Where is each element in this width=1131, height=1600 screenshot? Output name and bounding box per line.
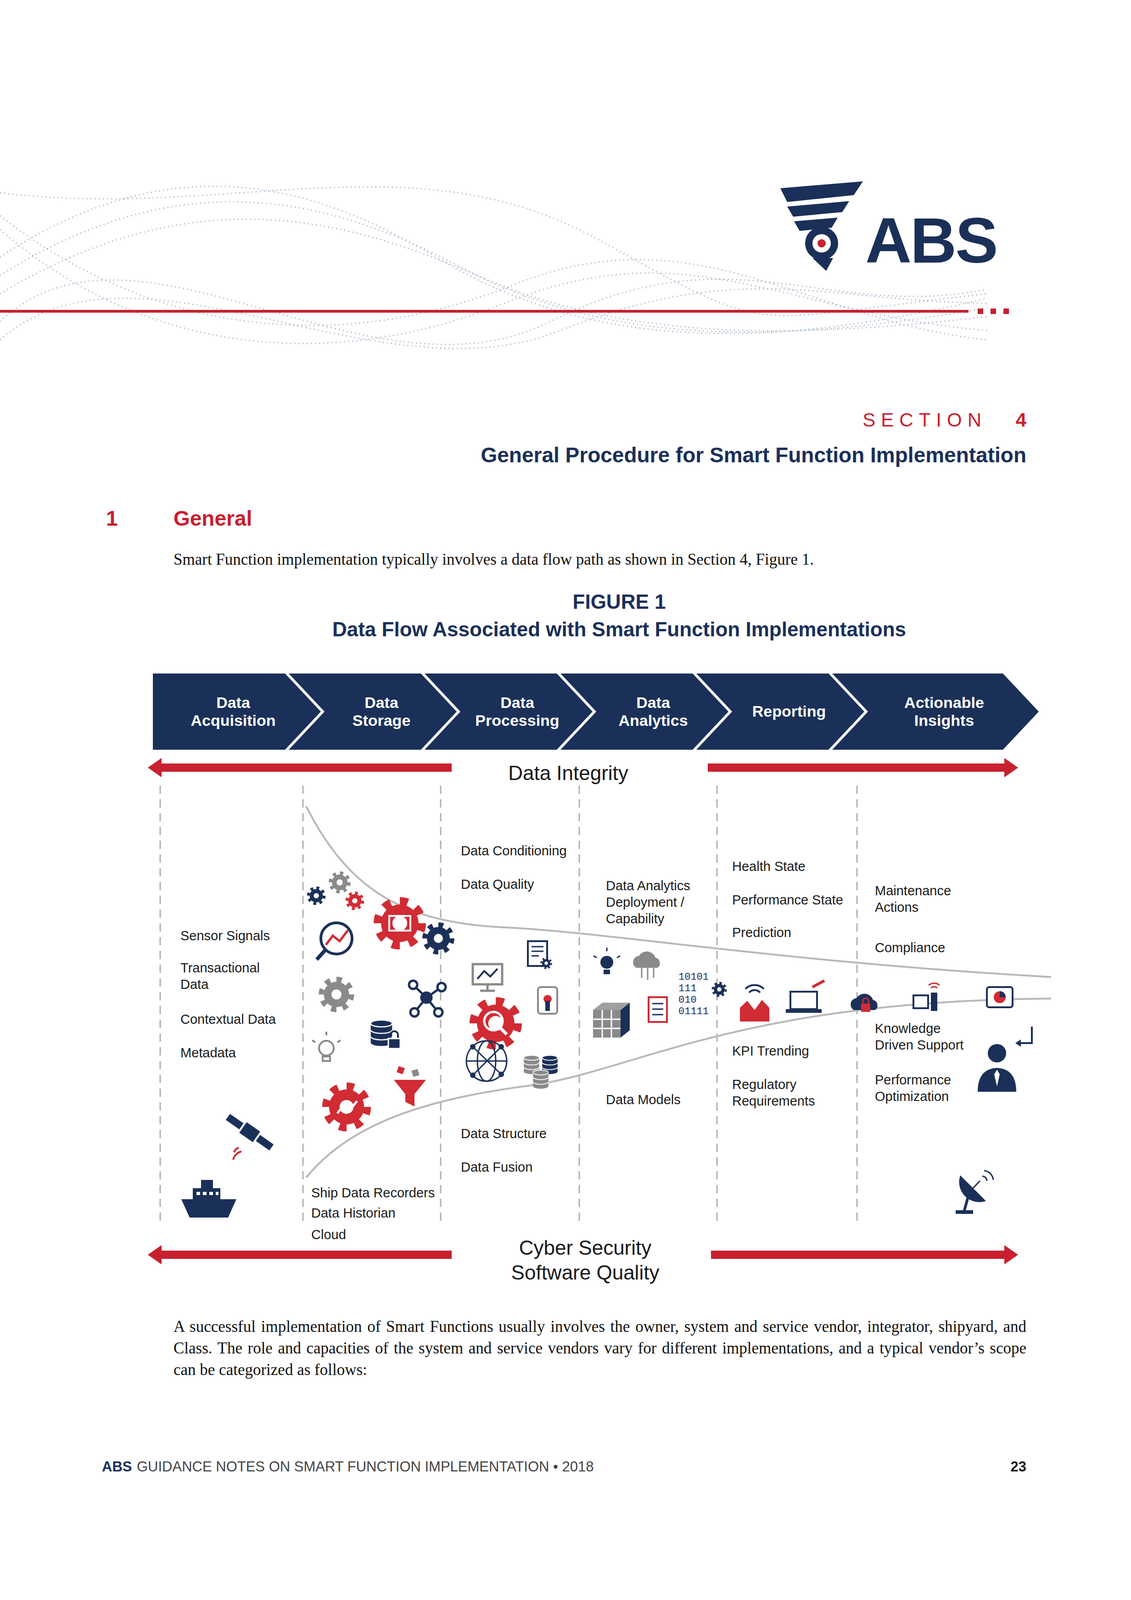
header-rule bbox=[0, 308, 1009, 314]
column-item: Data Historian bbox=[311, 1204, 396, 1221]
process-chevron: Reporting bbox=[696, 673, 868, 750]
chevron-label: Reporting bbox=[752, 702, 827, 721]
chevron-fill bbox=[560, 673, 729, 750]
heading-text: General bbox=[173, 505, 252, 532]
logo-eagle bbox=[780, 181, 863, 271]
column-item: Data Fusion bbox=[460, 1158, 533, 1176]
process-chevron: Data Storage bbox=[288, 673, 461, 750]
column-item: Data Quality bbox=[460, 875, 535, 893]
process-chevron: Actionable Insights bbox=[832, 673, 1043, 750]
process-chevron: Data Analytics bbox=[560, 673, 733, 750]
footer-brand: ABS bbox=[101, 1457, 132, 1475]
chevron-text-area: Actionable Insights bbox=[867, 673, 1021, 750]
chevron-fill bbox=[424, 673, 593, 750]
column-item: Data Analytics Deployment / Capability bbox=[605, 877, 712, 927]
band-label: Cyber Security bbox=[447, 1235, 723, 1260]
section-number: 4 bbox=[1015, 408, 1027, 432]
chevron-text-area: Reporting bbox=[732, 673, 846, 750]
column-item: Cloud bbox=[311, 1226, 347, 1243]
column-item: Performance State bbox=[732, 891, 844, 908]
chevron-label: Data Processing bbox=[471, 693, 564, 730]
column-item: Data Structure bbox=[460, 1125, 547, 1142]
process-chevron: Data Processing bbox=[424, 673, 597, 750]
section-label: SECTION bbox=[862, 408, 987, 432]
column-item: Data Models bbox=[605, 1091, 681, 1108]
icon-binary: 010 bbox=[678, 994, 697, 1006]
column-item: Contextual Data bbox=[180, 1010, 276, 1028]
body-text: A successful implementation of Smart Fun… bbox=[173, 1315, 1027, 1381]
chevron-text-area: Data Processing bbox=[460, 673, 575, 750]
page-number: 23 bbox=[1010, 1457, 1027, 1475]
chevron-label: Data Analytics bbox=[607, 693, 700, 730]
column-item: Prediction bbox=[732, 923, 792, 941]
column-item: Transactional Data bbox=[180, 959, 286, 993]
figure-number: FIGURE 1 bbox=[137, 589, 1102, 615]
column-item: Maintenance Actions bbox=[874, 882, 972, 916]
footer-text: GUIDANCE NOTES ON SMART FUNCTION IMPLEME… bbox=[136, 1457, 594, 1475]
funnel-curves bbox=[306, 806, 1052, 1178]
chevron-fill bbox=[832, 673, 1039, 750]
chevron-fill bbox=[288, 673, 457, 750]
body-text: Smart Function implementation typically … bbox=[173, 548, 814, 571]
chevron-text-area: Data Analytics bbox=[596, 673, 711, 750]
integrity-arrows bbox=[147, 757, 1019, 1265]
logo-text: ABS bbox=[865, 201, 997, 280]
figure-title: Data Flow Associated with Smart Function… bbox=[137, 617, 1102, 642]
column-item: KPI Trending bbox=[732, 1042, 810, 1059]
band-label: Data Integrity bbox=[453, 761, 684, 786]
chevron-label: Actionable Insights bbox=[898, 693, 991, 730]
heading-number: 1 bbox=[106, 505, 118, 532]
column-item: Metadata bbox=[180, 1044, 236, 1061]
column-item: Health State bbox=[732, 857, 806, 875]
chevron-fill bbox=[696, 673, 865, 750]
column-item: Compliance bbox=[874, 939, 946, 956]
column-dividers bbox=[160, 785, 857, 1225]
chevron-label: Data Acquisition bbox=[187, 693, 280, 730]
section-heading: General Procedure for Smart Function Imp… bbox=[480, 442, 1027, 468]
column-item: Ship Data Recorders bbox=[311, 1184, 435, 1201]
column-item: Data Conditioning bbox=[460, 842, 567, 859]
column-item: Sensor Signals bbox=[180, 927, 270, 944]
chevron-text-area: Data Acquisition bbox=[163, 673, 303, 750]
icon-binary: 111 bbox=[678, 982, 697, 995]
dotted-waves bbox=[0, 186, 987, 349]
icon-binary: 10101 bbox=[678, 971, 709, 983]
chevron-fill bbox=[152, 673, 321, 750]
chevron-label: Data Storage bbox=[335, 693, 428, 730]
column-item: Performance Optimization bbox=[874, 1071, 990, 1105]
band-label: Software Quality bbox=[447, 1260, 723, 1285]
column-item: Regulatory Requirements bbox=[732, 1075, 838, 1109]
icon-binary: 01111 bbox=[678, 1005, 709, 1018]
process-chevron: Data Acquisition bbox=[152, 673, 325, 750]
column-item: Knowledge Driven Support bbox=[874, 1019, 981, 1053]
icon-cluster bbox=[181, 873, 1032, 1218]
chevron-text-area: Data Storage bbox=[324, 673, 439, 750]
